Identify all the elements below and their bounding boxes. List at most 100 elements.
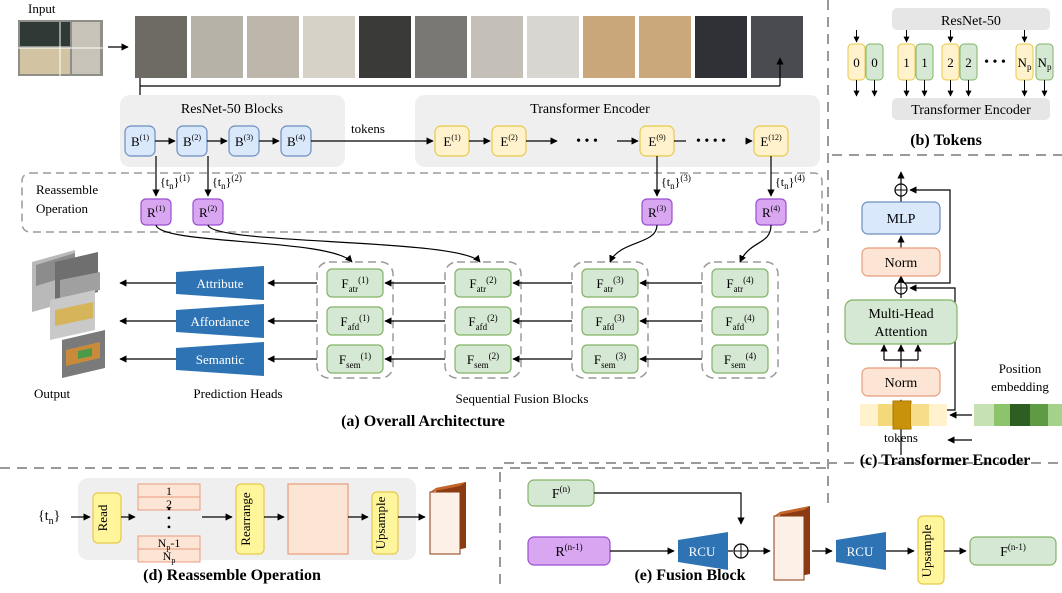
resnet-block-label: B(4) (287, 133, 305, 149)
resnet-blocks: B(1) B(2) B(3) B(4) (124, 125, 434, 157)
rcu-label-1: RCU (689, 544, 716, 559)
patch-strip (135, 16, 803, 125)
reassemble-to-fusion-arrow (155, 224, 353, 263)
reassemble-label-1: Reassemble (36, 182, 98, 197)
tokens-resnet-label: ResNet-50 (941, 14, 1001, 29)
input-label: Input (28, 1, 56, 16)
mha-block (844, 299, 958, 345)
fusion-block-label: Fatr(3) (596, 275, 623, 294)
tokens-resnet-box (892, 8, 1050, 30)
mha-label-1: Multi-Head (868, 307, 933, 322)
fusion-plus (733, 543, 749, 559)
fusion-block-label: Fafd(4) (725, 313, 754, 332)
token-label: 2 (965, 55, 972, 70)
fusion-block (454, 306, 512, 336)
norm-block-bottom (861, 367, 941, 397)
fusion-block-label: Fatr(4) (726, 275, 753, 294)
reassemble-input: {tn} (38, 509, 60, 527)
norm-label-bottom: Norm (885, 376, 918, 391)
caption-b: (b) Tokens (910, 132, 982, 149)
fusion-block (711, 344, 769, 374)
read-block (92, 492, 122, 544)
fusion-block-label: Fafd(2) (468, 313, 497, 332)
reassemble-block-label: R(1) (147, 204, 165, 220)
resnet-block-label: B(3) (235, 133, 253, 149)
fusion-block-label: Fatr(2) (469, 275, 496, 294)
upsample-block-e (917, 515, 945, 585)
token-label: 1 (903, 55, 910, 70)
encoder-token-strip (860, 400, 947, 430)
fusion-f-out (969, 536, 1057, 566)
output-volume-e (773, 506, 810, 581)
norm-label-top: Norm (885, 256, 918, 271)
fusion-block (581, 306, 639, 336)
encoder-tokens-label: tokens (884, 430, 918, 445)
stack-item-1: 1 (166, 484, 172, 498)
prediction-heads-label: Prediction Heads (193, 386, 282, 401)
transformer-group-label: Transformer Encoder (530, 102, 650, 117)
fusion-block (711, 268, 769, 298)
output-images (32, 250, 105, 378)
head-block (176, 342, 264, 376)
upsample-label-d: Upsample (373, 496, 388, 549)
token-stack: • • • (137, 483, 201, 563)
encoder-block-label: E(1) (443, 133, 461, 149)
head-label: Semantic (196, 352, 245, 367)
patch-tile (415, 16, 467, 78)
fusion-block (581, 268, 639, 298)
fusion-block (581, 344, 639, 374)
fusion-columns: Fatr(1)Fafd(1)Fsem(1)Fatr(2)Fafd(2)Fsem(… (316, 261, 779, 379)
token-set-label: {tn}(3) (661, 173, 691, 191)
upsample-label-e: Upsample (919, 524, 934, 577)
head-block (176, 266, 264, 300)
caption-d: (d) Reassemble Operation (143, 567, 321, 584)
reassemble-to-fusion-arrow (609, 224, 658, 263)
fusion-block-label: Fsem(2) (467, 351, 499, 370)
rearrange-block (235, 483, 265, 555)
patch-tile (471, 16, 523, 78)
fusion-block-label: Fafd(1) (340, 313, 369, 332)
head-block (176, 304, 264, 338)
token-label: 2 (947, 55, 954, 70)
fusion-block-label: Fafd(3) (595, 313, 624, 332)
fusion-block (711, 306, 769, 336)
reassemble-block-label: R(4) (762, 204, 780, 220)
ellipsis-1: • • • (576, 134, 598, 149)
caption-e: (e) Fusion Block (634, 567, 745, 584)
stack-item-3: Np-1 (158, 536, 181, 552)
reassemble-block-label: R(2) (199, 204, 217, 220)
fusion-f-out-label: F(n-1) (1000, 542, 1026, 560)
patch-tile (751, 16, 803, 78)
position-label-2: embedding (991, 379, 1049, 394)
token-label: 1 (921, 55, 928, 70)
caption-c: (c) Transformer Encoder (860, 452, 1031, 469)
patch-tile (527, 16, 579, 78)
fusion-block-label: Fatr(1) (341, 275, 368, 294)
tokens-transformer-label: Transformer Encoder (911, 103, 1031, 118)
resnet-block-label: B(1) (131, 133, 149, 149)
rcu-block-1 (678, 532, 728, 570)
patch-tile (583, 16, 635, 78)
patch-tile (247, 16, 299, 78)
tokens-transformer-box (892, 98, 1050, 120)
patch-tile (359, 16, 411, 78)
encoder-block-label: E(12) (760, 133, 782, 149)
reassemble-to-fusion-arrow (207, 224, 481, 263)
fusion-column (444, 261, 522, 379)
fusion-block (326, 306, 384, 336)
resnet-block-label: B(2) (183, 133, 201, 149)
output-label: Output (34, 386, 71, 401)
token-label: 0 (871, 55, 878, 70)
mlp-label: MLP (887, 212, 916, 227)
patch-tile (191, 16, 243, 78)
reassemble-region (21, 172, 823, 233)
rcu-label-2: RCU (847, 544, 874, 559)
token-dots: • • • (984, 55, 1006, 70)
svg-text:•: • (167, 502, 171, 516)
reassemble-blocks: R(1)R(2)R(3)R(4) (140, 198, 787, 226)
ellipsis-2: • • • • (696, 134, 726, 149)
encoder-block-label: E(2) (500, 133, 518, 149)
token-sets: {tn}(1){tn}(2){tn}(3){tn}(4) (152, 156, 805, 197)
